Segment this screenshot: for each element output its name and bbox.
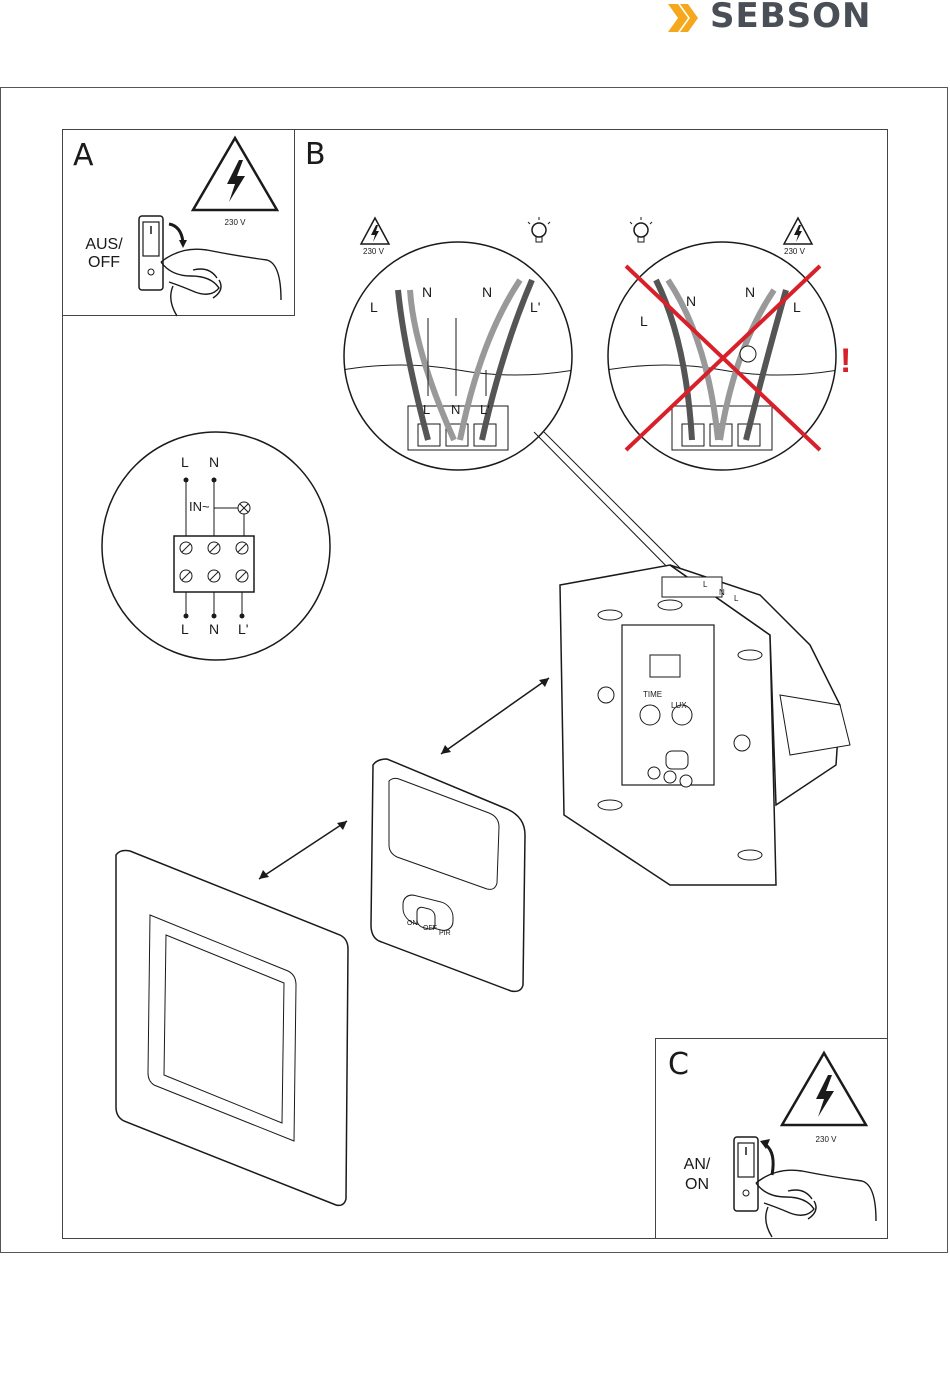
wiring-left-lamp-icon <box>525 216 553 248</box>
brand-logo: SEBSON <box>664 0 894 40</box>
schematic-bottom-n: N <box>209 624 219 634</box>
schematic-bottom-l-prime: L' <box>238 624 248 634</box>
panel-c: C 230 V AN/ ON <box>655 1038 888 1239</box>
module-terminal-l: L <box>703 580 707 590</box>
panel-a-letter: A <box>73 138 94 173</box>
panel-c-letter: C <box>668 1047 689 1082</box>
switch-label-on-line2: ON <box>670 1176 724 1194</box>
terminal-l: L <box>423 405 430 415</box>
sensor-cover <box>365 755 535 995</box>
wrong-wire-label-l-out: L <box>793 302 801 312</box>
switch-label-off-line2: OFF <box>77 254 131 272</box>
assembly-arrow-upper <box>435 672 555 762</box>
panel-b-letter: B <box>305 137 326 172</box>
high-voltage-warning-icon <box>191 134 283 214</box>
sensor-switch-pir: PIR <box>439 929 451 939</box>
sensor-switch-on: ON <box>407 919 418 929</box>
schematic-top-l: L <box>181 457 189 467</box>
high-voltage-warning-icon <box>780 1049 872 1129</box>
cover-frame <box>112 845 352 1205</box>
warning-exclamation: ! <box>840 344 851 378</box>
wiring-right-high-voltage-icon <box>782 216 814 246</box>
wrong-wire-label-n-out: N <box>745 287 755 297</box>
wiring-left-voltage: 230 V <box>363 247 384 257</box>
brand-name: SEBSON <box>710 0 871 36</box>
wire-label-n: N <box>422 287 432 297</box>
terminal-l-prime: L' <box>480 405 490 415</box>
wiring-right-voltage: 230 V <box>784 247 805 257</box>
module-lux-label: LUX <box>671 701 687 711</box>
wrong-wire-label-n: N <box>686 296 696 306</box>
sensor-switch-off: OFF <box>423 924 437 934</box>
brand-chevron-icon <box>664 0 704 36</box>
module-time-label: TIME <box>643 690 662 700</box>
switch-label-on-line1: AN/ <box>670 1156 724 1174</box>
schematic-top-n: N <box>209 457 219 467</box>
wiring-left-high-voltage-icon <box>359 216 391 246</box>
wiring-right-lamp-icon <box>627 216 655 248</box>
hand-switch-off-illustration <box>133 210 293 320</box>
hand-switch-on-illustration <box>728 1131 888 1241</box>
module-terminal-n: N <box>719 588 725 598</box>
schematic-bottom-l: L <box>181 624 189 634</box>
panel-a: A 230 V AUS/ OFF <box>62 129 295 316</box>
switch-insert-module <box>550 555 850 885</box>
wire-label-l-prime: L' <box>530 302 540 312</box>
module-terminal-l2: L <box>734 594 738 604</box>
schematic-input-label: IN~ <box>189 502 210 512</box>
wrong-wire-label-l: L <box>640 316 648 326</box>
switch-label-off-line1: AUS/ <box>77 236 131 254</box>
wire-label-l: L <box>370 302 378 312</box>
terminal-n: N <box>451 405 460 415</box>
wire-label-n-out: N <box>482 287 492 297</box>
